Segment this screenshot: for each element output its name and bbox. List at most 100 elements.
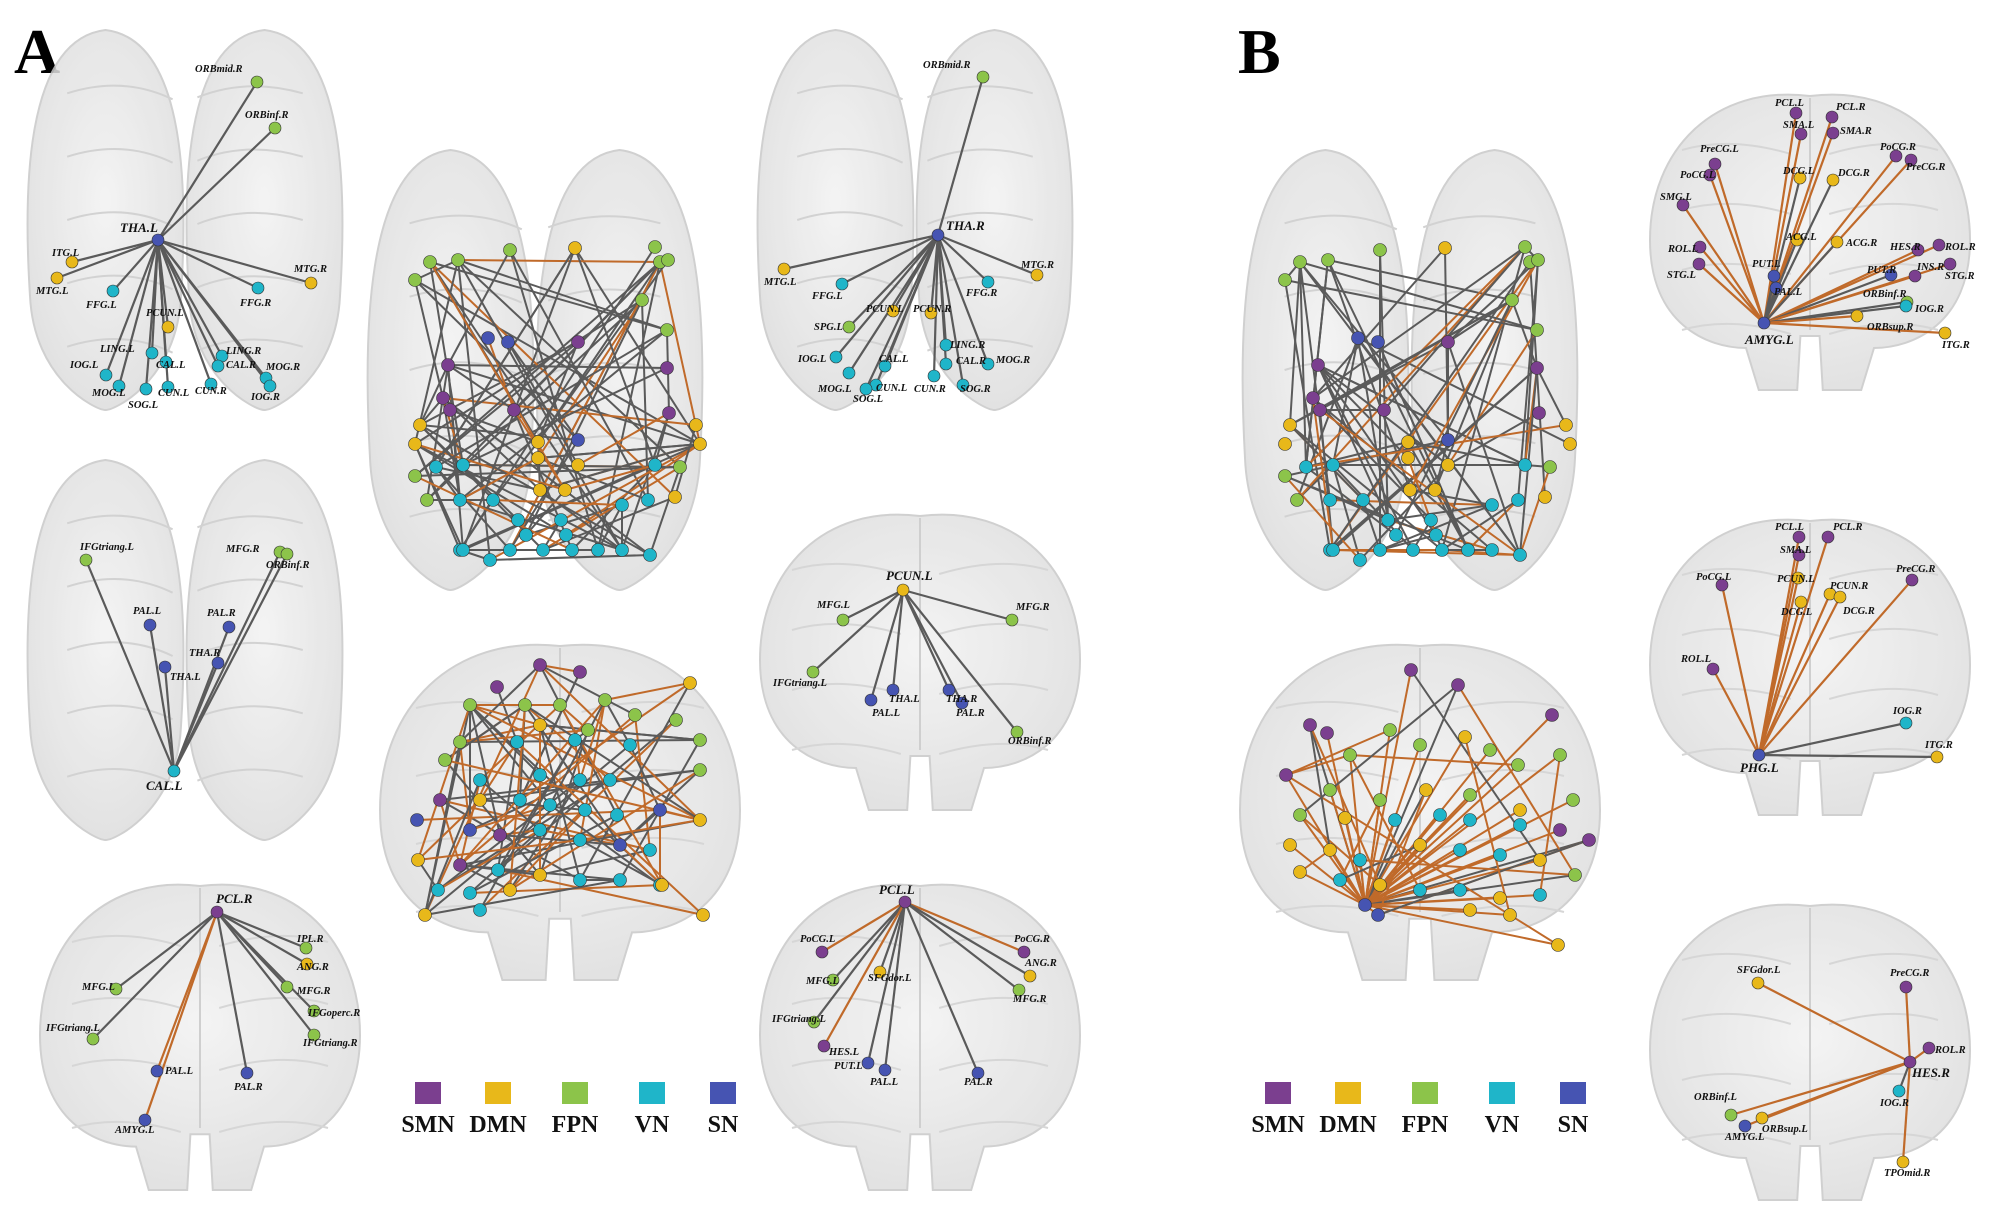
node-label: INS.R bbox=[1916, 262, 1944, 273]
node-MFG.L bbox=[109, 982, 123, 996]
edge bbox=[1349, 754, 1519, 766]
edge bbox=[539, 443, 701, 491]
node bbox=[1373, 543, 1387, 557]
node bbox=[1403, 483, 1417, 497]
node-label: PAL.R bbox=[964, 1077, 993, 1088]
edge bbox=[539, 664, 701, 821]
node-label: PCUN.R bbox=[913, 304, 951, 315]
edge-CAL.L-ORBinf.R bbox=[173, 553, 288, 772]
node-MFG.R bbox=[280, 980, 294, 994]
node-PAL.L bbox=[143, 618, 157, 632]
edge bbox=[444, 759, 541, 876]
node bbox=[1311, 358, 1325, 372]
node-AMYG.L bbox=[1738, 1119, 1752, 1133]
node-label: PAL.R bbox=[207, 608, 236, 619]
node-IOG.L bbox=[99, 368, 113, 382]
edge-PHG.L-DCG.L bbox=[1757, 601, 1803, 756]
edge bbox=[435, 247, 576, 468]
node-PAL.R bbox=[222, 620, 236, 634]
node-THA.R bbox=[942, 683, 956, 697]
node-ITG.R bbox=[1930, 750, 1944, 764]
node-label: SFGdor.L bbox=[1737, 965, 1780, 976]
node-IFGtriang.L bbox=[79, 553, 93, 567]
node bbox=[1545, 708, 1559, 722]
panel-label-b: B bbox=[1238, 16, 1281, 87]
node-ORBinf.L bbox=[1724, 1108, 1738, 1122]
node-label: PAL.R bbox=[956, 708, 985, 719]
node bbox=[571, 433, 585, 447]
edge bbox=[419, 364, 449, 426]
node-ANG.R bbox=[1023, 969, 1037, 983]
node-PCL.L bbox=[898, 895, 912, 909]
node-label: PCUN.R bbox=[1830, 581, 1868, 592]
node bbox=[420, 493, 434, 507]
edge-PCL.L-HES.L bbox=[823, 901, 906, 1047]
node bbox=[463, 886, 477, 900]
edge-THA.L-CAL.R bbox=[157, 239, 219, 367]
edge-AMYG.L-ACG.R bbox=[1763, 241, 1838, 324]
node bbox=[673, 460, 687, 474]
edge bbox=[492, 499, 623, 506]
node-label: PCUN.L bbox=[886, 568, 933, 583]
node bbox=[1290, 493, 1304, 507]
edge-PCL.R-IFGtriang.R bbox=[216, 911, 315, 1036]
edge bbox=[479, 799, 586, 811]
node-label: DCG.L bbox=[1782, 166, 1814, 177]
node bbox=[493, 828, 507, 842]
edge-THA.R-SPG.L bbox=[848, 234, 939, 328]
edge bbox=[496, 686, 518, 743]
node bbox=[1381, 513, 1395, 527]
node-label: LING.L bbox=[99, 344, 135, 355]
node-IOG.R bbox=[1892, 1084, 1906, 1098]
node bbox=[1438, 241, 1452, 255]
legend-label: VN bbox=[635, 1112, 670, 1138]
node-label: PoCG.L bbox=[800, 934, 835, 945]
node bbox=[1413, 838, 1427, 852]
node bbox=[1424, 513, 1438, 527]
node bbox=[613, 873, 627, 887]
node-label: PAL.L bbox=[165, 1066, 193, 1077]
node-label: DCG.L bbox=[1780, 607, 1812, 618]
node-label: PoCG.R bbox=[1880, 142, 1916, 153]
node-ACG.R bbox=[1830, 235, 1844, 249]
node-PCUN.L bbox=[886, 304, 900, 318]
node-ORBmid.R bbox=[976, 70, 990, 84]
node-label: STG.L bbox=[1667, 270, 1696, 281]
node bbox=[641, 493, 655, 507]
node-SMA.R bbox=[1826, 126, 1840, 140]
edge bbox=[1332, 337, 1359, 466]
node bbox=[669, 713, 683, 727]
node-MTG.L bbox=[50, 271, 64, 285]
edge bbox=[437, 779, 611, 891]
edge-THA.R-MTG.L bbox=[783, 233, 939, 271]
edge bbox=[429, 261, 668, 331]
edge-AMYG.L-PUT.R bbox=[1763, 273, 1892, 325]
edge bbox=[1317, 364, 1526, 466]
node-PUT.R bbox=[1884, 268, 1898, 282]
edge bbox=[537, 457, 649, 501]
node-PAL.R bbox=[971, 1066, 985, 1080]
legend-swatch-sn bbox=[710, 1082, 736, 1104]
node-label: PAL.L bbox=[872, 708, 900, 719]
node-label: AMYG.L bbox=[1744, 332, 1794, 347]
node-PreCG.R bbox=[1904, 153, 1918, 167]
node-IFGtriang.R bbox=[307, 1028, 321, 1042]
node-MFG.R bbox=[1012, 983, 1026, 997]
edge bbox=[414, 475, 573, 551]
view-b-phg-l bbox=[1712, 536, 1938, 759]
edge-PHG.L-PCUN.R bbox=[1757, 593, 1832, 756]
node bbox=[531, 435, 545, 449]
node bbox=[591, 543, 605, 557]
node bbox=[1373, 243, 1387, 257]
edge-PHG.L-ITG.R bbox=[1758, 753, 1938, 759]
node bbox=[1373, 793, 1387, 807]
edge bbox=[1364, 854, 1501, 906]
node-PAL.R bbox=[240, 1066, 254, 1080]
node bbox=[533, 483, 547, 497]
node bbox=[1326, 458, 1340, 472]
node-label: PreCG.R bbox=[1906, 162, 1945, 173]
node bbox=[453, 493, 467, 507]
edge bbox=[1519, 466, 1551, 556]
edge bbox=[1339, 799, 1381, 881]
